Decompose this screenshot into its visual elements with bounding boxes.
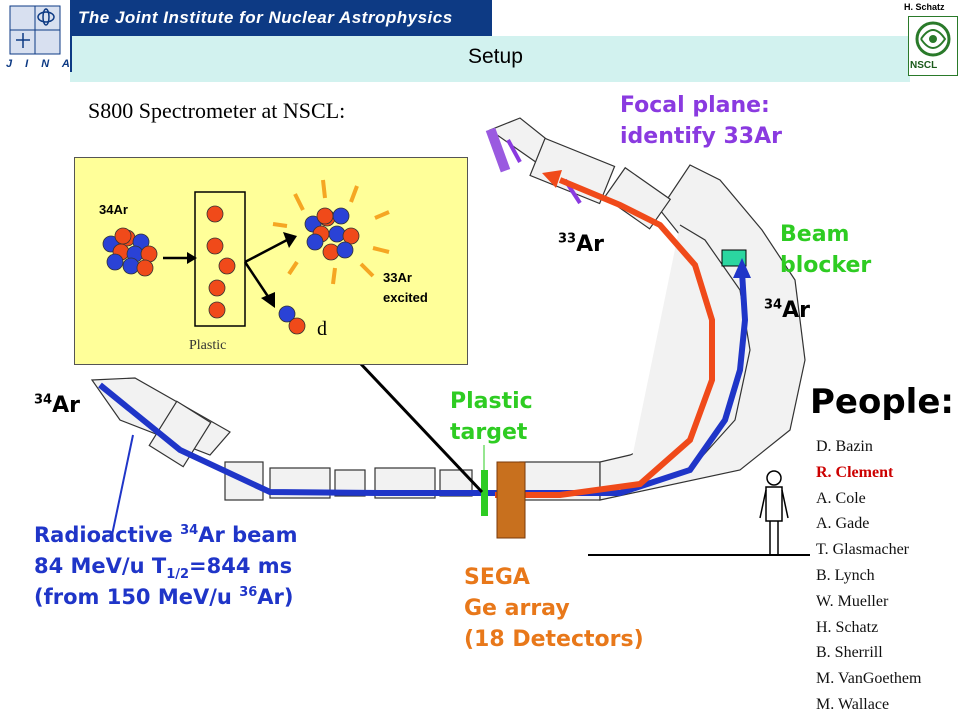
radioactive-beam-line3-pre: (from 150 MeV/u xyxy=(34,585,240,609)
inset-ejectile-label: d xyxy=(317,318,327,340)
radioactive-beam-line2-post: =844 ms xyxy=(189,554,293,578)
beam-blocker-line1: Beam xyxy=(780,222,850,247)
isotope-34ar-left-mass: 34 xyxy=(34,392,53,408)
person-name: A. Gade xyxy=(816,515,870,533)
institute-banner xyxy=(0,0,492,36)
inset-projectile-label: 34Ar xyxy=(99,202,128,217)
radioactive-beam-line3-post: Ar) xyxy=(257,585,294,609)
plastic-target-label: Plastic target xyxy=(450,386,533,448)
beam-arrowhead-34ar xyxy=(733,258,751,278)
isotope-33ar-mass: 33 xyxy=(558,231,577,247)
atom-logo-icon xyxy=(9,5,61,55)
radioactive-beam-line2: 84 MeV/u T1/2=844 ms xyxy=(34,551,297,582)
isotope-34ar-right-label: 34Ar xyxy=(764,298,810,323)
person-name: R. Clement xyxy=(816,463,894,481)
focal-plane-detector xyxy=(485,127,511,173)
radioactive-beam-line1-pre: Radioactive xyxy=(34,523,181,547)
title-band xyxy=(70,36,910,82)
author-name: H. Schatz xyxy=(904,2,945,12)
jina-logo-text: J I N A xyxy=(6,58,75,70)
nscl-logo-text: NSCL xyxy=(910,60,938,71)
gamma-rays xyxy=(272,179,390,285)
isotope-34ar-left-label: 34Ar xyxy=(34,393,80,418)
person-name: D. Bazin xyxy=(816,438,873,455)
focal-plane-line2: identify 33Ar xyxy=(620,124,782,149)
beam-blocker-line2: blocker xyxy=(780,253,872,278)
radioactive-beam-line1-post: Ar beam xyxy=(198,523,298,547)
person-name: M. VanGoethem xyxy=(816,670,922,688)
beam-path-33ar xyxy=(495,177,715,498)
inset-product-label-2: excited xyxy=(383,290,428,305)
nscl-logo xyxy=(908,16,958,76)
nscl-swirl-icon xyxy=(915,21,951,57)
sega-line2: Ge array xyxy=(464,596,570,621)
isotope-33ar-symbol: Ar xyxy=(576,232,604,257)
reaction-inset: 34Ar 33Ar excited Plastic d xyxy=(74,157,468,365)
plastic-target xyxy=(481,470,488,516)
sega-label: SEGA Ge array (18 Detectors) xyxy=(464,562,644,655)
people-title: People: xyxy=(810,382,954,422)
deuteron xyxy=(278,305,306,335)
person-name: T. Glasmacher xyxy=(816,541,909,559)
person-name: M. Wallace xyxy=(816,695,890,713)
inset-product-label-1: 33Ar xyxy=(383,270,412,285)
inset-target-label: Plastic xyxy=(189,338,227,353)
slide-title: Setup xyxy=(468,45,523,68)
radioactive-beam-line3-sup: 36 xyxy=(239,585,258,600)
person-name: A. Cole xyxy=(816,489,866,507)
person-scale-figure xyxy=(759,470,789,555)
inset-pointer-line xyxy=(358,361,484,494)
plastic-target-line2: target xyxy=(450,420,528,445)
radioactive-beam-label: Radioactive 34Ar beam 84 MeV/u T1/2=844 … xyxy=(34,520,297,613)
radioactive-beam-line2-pre: 84 MeV/u T xyxy=(34,554,167,578)
nucleus-34ar xyxy=(102,227,158,277)
institute-name: The Joint Institute for Nuclear Astrophy… xyxy=(78,8,453,27)
beam-blocker-label: Beam blocker xyxy=(780,219,871,281)
radioactive-beam-line3: (from 150 MeV/u 36Ar) xyxy=(34,582,297,613)
reaction-schematic xyxy=(102,179,390,335)
radioactive-beam-line1: Radioactive 34Ar beam xyxy=(34,520,297,551)
isotope-33ar-label: 33Ar xyxy=(558,232,604,257)
sega-array xyxy=(496,461,526,539)
sega-line3: (18 Detectors) xyxy=(464,627,644,652)
person-name: B. Lynch xyxy=(816,566,875,584)
focal-plane-label: Focal plane: identify 33Ar xyxy=(620,90,782,152)
beam-path-34ar xyxy=(98,271,749,496)
nucleus-33ar xyxy=(304,207,360,261)
isotope-34ar-right-mass: 34 xyxy=(764,297,783,313)
person-name: W. Mueller xyxy=(816,592,889,610)
radioactive-beam-line2-sub: 1/2 xyxy=(166,567,190,583)
people-list: D. Bazin R. Clement A. Cole A. Gade T. G… xyxy=(816,434,921,718)
plastic-target-line1: Plastic xyxy=(450,389,533,414)
beam-label-pointer xyxy=(111,434,134,536)
jina-logo xyxy=(0,0,72,72)
beam-blocker xyxy=(721,249,747,267)
person-name: B. Sherrill xyxy=(816,644,883,662)
plastic-protons xyxy=(206,205,236,319)
sega-line1: SEGA xyxy=(464,565,530,590)
person-name: H. Schatz xyxy=(816,618,879,636)
isotope-34ar-left-symbol: Ar xyxy=(52,393,80,418)
focal-plane-line1: Focal plane: xyxy=(620,93,770,118)
beam-arrowhead-33ar xyxy=(542,170,562,188)
radioactive-beam-line1-sup: 34 xyxy=(180,523,199,538)
diagram-title: S800 Spectrometer at NSCL: xyxy=(88,98,346,123)
isotope-34ar-right-symbol: Ar xyxy=(782,298,810,323)
